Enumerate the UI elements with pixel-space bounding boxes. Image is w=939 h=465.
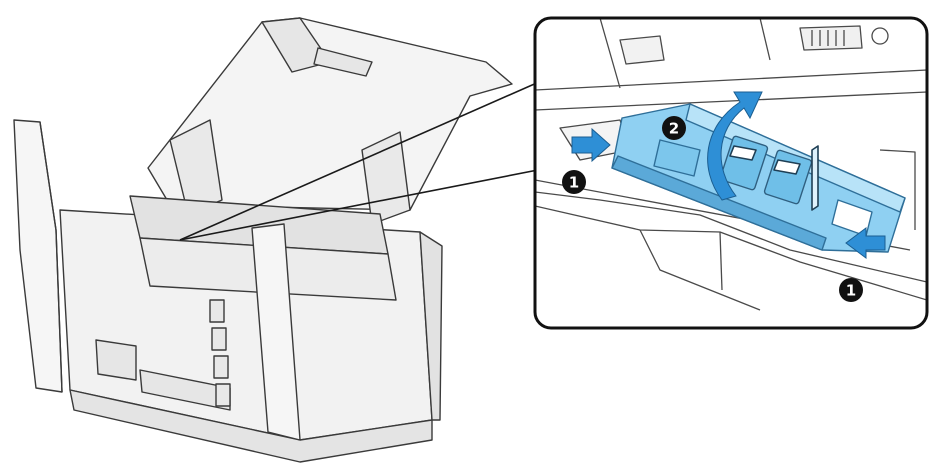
step-number-badge: 1 [846,282,856,300]
zoom-connector-lines [179,77,549,241]
roller-cover [611,103,906,253]
scanner-illustration [13,17,513,463]
step-number-badge: 2 [669,120,679,138]
push-arrow-icon [845,227,886,259]
step-number-badge: 1 [569,174,579,192]
paper-guide-left [169,119,223,215]
step-badge-1-left: 1 [562,170,586,194]
step-badge-1-right: 1 [839,278,863,302]
scanner-front-cover [13,119,63,393]
lift-arrow-icon [707,91,763,201]
control-panel [209,299,231,407]
zoom-panel-frame [533,16,929,330]
scanner-side-panel [251,223,301,441]
zoom-detail-panel: 1 2 1 [533,16,929,330]
step-badge-2: 2 [662,116,686,140]
push-arrow-icon [571,127,611,163]
